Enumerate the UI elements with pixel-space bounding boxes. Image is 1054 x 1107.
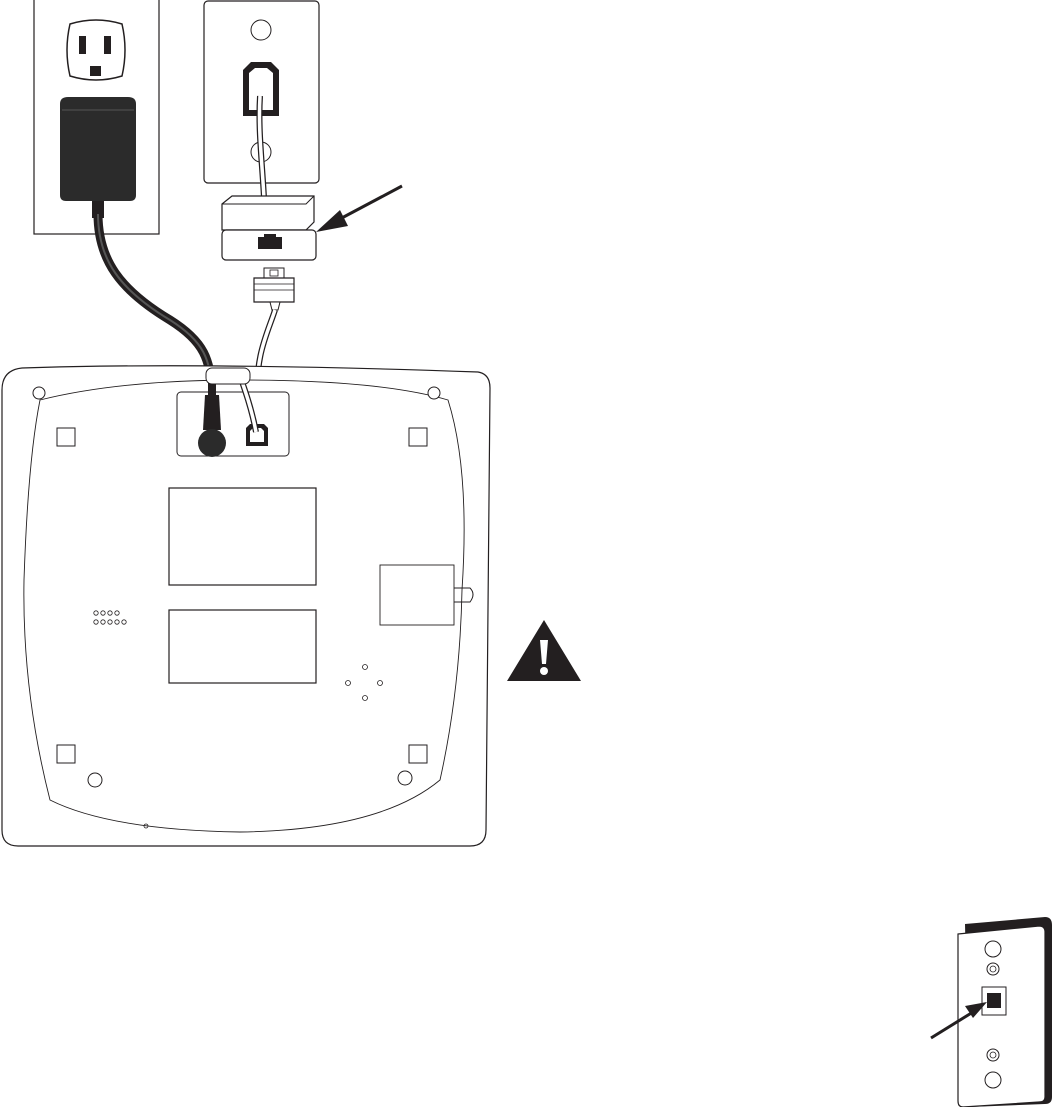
wall-mount-plate-icon	[925, 912, 1054, 1107]
warning-triangle-icon	[505, 618, 583, 686]
telephone-base-icon	[0, 360, 495, 855]
arrow-icon	[310, 180, 410, 240]
